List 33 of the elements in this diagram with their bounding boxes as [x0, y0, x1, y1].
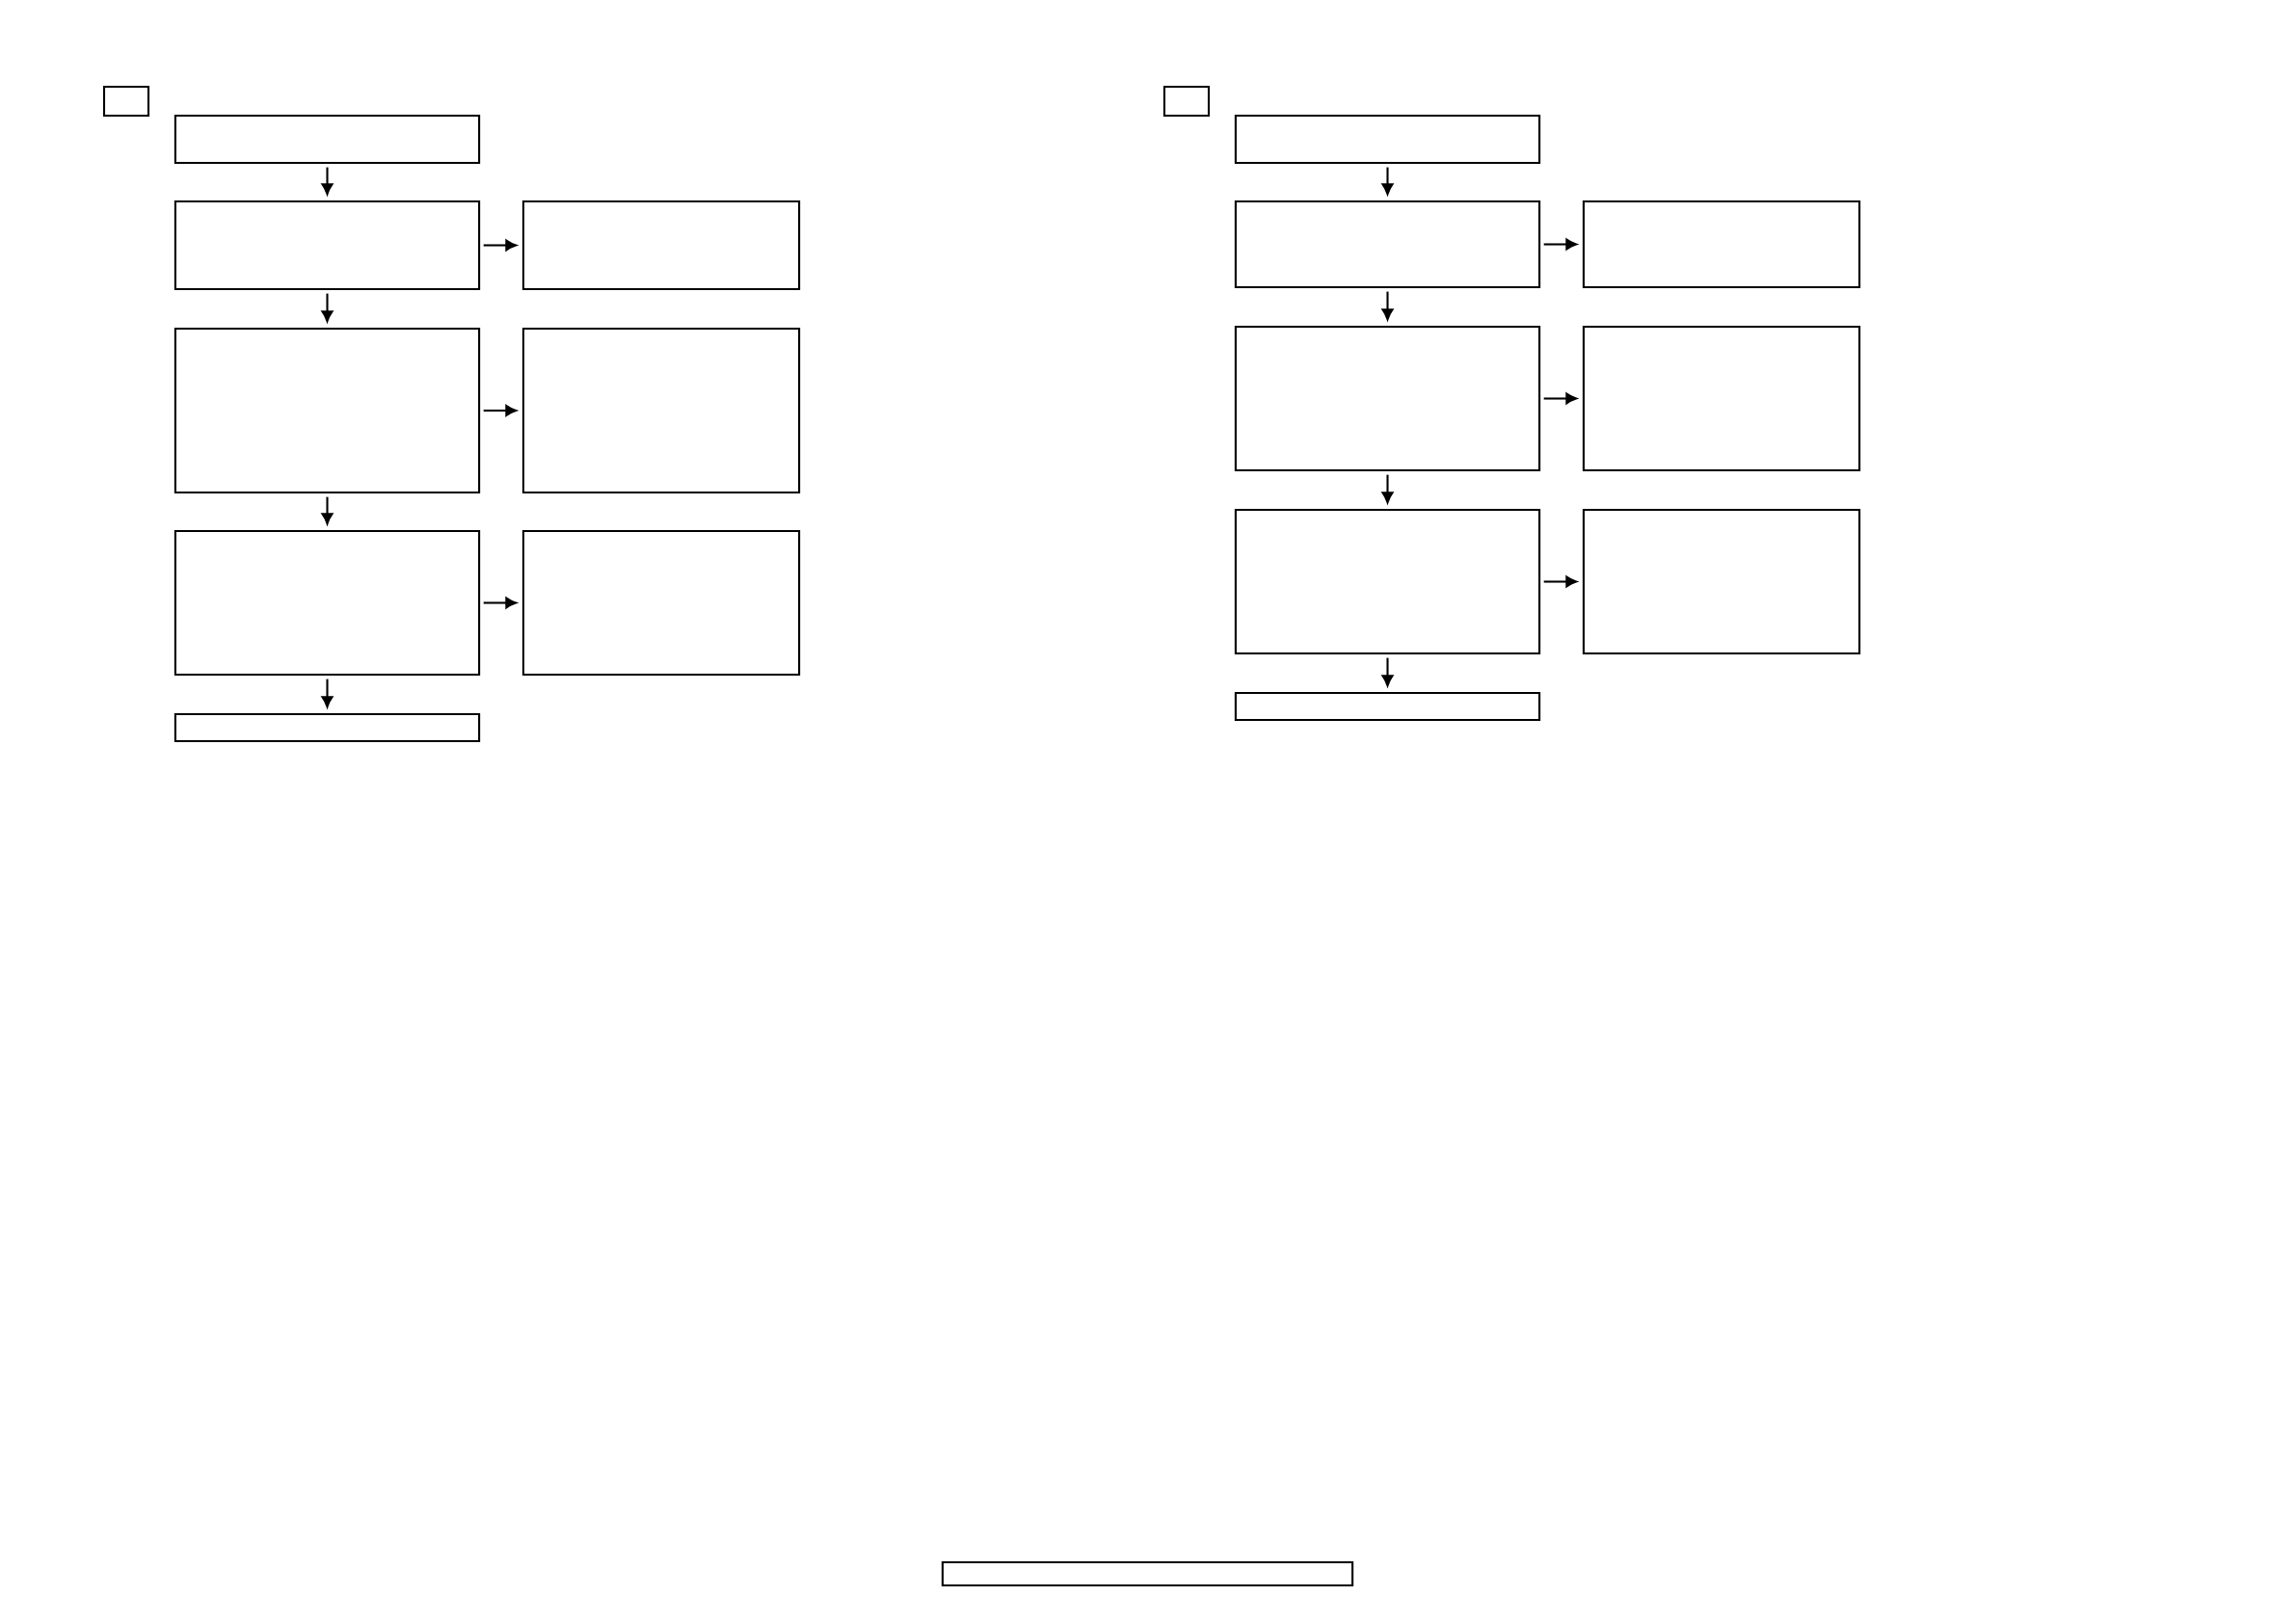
empty-box: [521, 529, 801, 677]
arrow: [1543, 575, 1578, 588]
arrow: [483, 239, 518, 252]
arrow: [1381, 657, 1394, 687]
empty-box: [521, 200, 801, 291]
empty-box: [102, 85, 150, 118]
empty-box: [1162, 85, 1211, 118]
empty-box: [1234, 325, 1541, 472]
empty-box: [1582, 200, 1861, 289]
arrow: [483, 597, 518, 609]
empty-box: [174, 200, 481, 291]
empty-box: [174, 327, 481, 494]
empty-box: [1582, 325, 1861, 472]
empty-box: [1582, 508, 1861, 655]
arrow: [321, 293, 334, 323]
empty-box: [1234, 114, 1541, 165]
arrow: [483, 405, 518, 416]
empty-box: [174, 712, 481, 743]
empty-box: [941, 1560, 1354, 1587]
empty-box: [521, 327, 801, 494]
arrow: [321, 678, 334, 708]
empty-box: [1234, 691, 1541, 722]
empty-box: [174, 529, 481, 677]
arrow: [1381, 474, 1394, 504]
arrow: [321, 167, 334, 196]
empty-box: [1234, 200, 1541, 289]
arrow: [321, 496, 334, 525]
arrow: [1381, 167, 1394, 196]
arrow: [1543, 238, 1578, 251]
arrow: [1543, 392, 1578, 405]
empty-box: [174, 114, 481, 165]
empty-box: [1234, 508, 1541, 655]
arrow: [1381, 291, 1394, 321]
